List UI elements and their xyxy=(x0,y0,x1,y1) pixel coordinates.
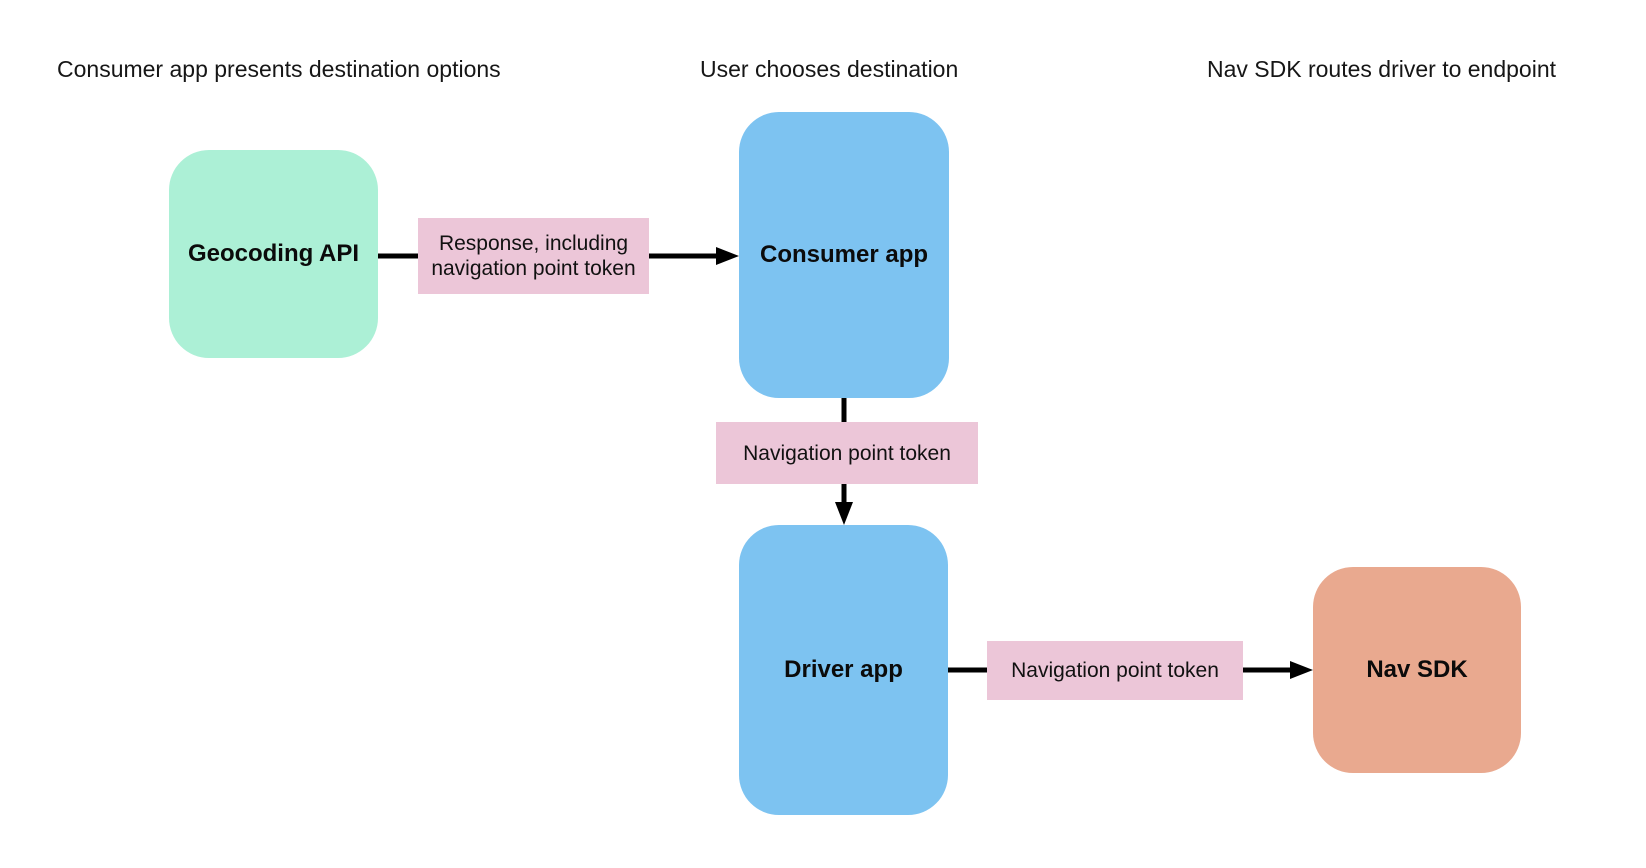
edge-label-text: Response, including navigation point tok… xyxy=(431,232,636,280)
node-driver-app: Driver app xyxy=(739,525,948,815)
node-consumer-app: Consumer app xyxy=(739,112,949,398)
edge-label-response-including-token: Response, including navigation point tok… xyxy=(418,218,649,294)
node-driver-app-label: Driver app xyxy=(784,656,903,683)
edge-label-navigation-point-token-vertical: Navigation point token xyxy=(716,422,978,484)
column-header-user-chooses: User chooses destination xyxy=(700,56,959,82)
column-header-navsdk-routes: Nav SDK routes driver to endpoint xyxy=(1207,56,1557,82)
node-geocoding-api-label: Geocoding API xyxy=(187,240,360,267)
column-header-consumer-presents: Consumer app presents destination option… xyxy=(57,56,501,82)
node-consumer-app-label: Consumer app xyxy=(759,241,929,268)
node-nav-sdk-label: Nav SDK xyxy=(1366,656,1468,683)
edge-label-text: Navigation point token xyxy=(743,441,951,465)
node-nav-sdk: Nav SDK xyxy=(1313,567,1521,773)
node-geocoding-api: Geocoding API xyxy=(169,150,378,358)
edge-label-navigation-point-token-horizontal: Navigation point token xyxy=(987,641,1243,700)
edge-label-text: Navigation point token xyxy=(1011,659,1219,682)
